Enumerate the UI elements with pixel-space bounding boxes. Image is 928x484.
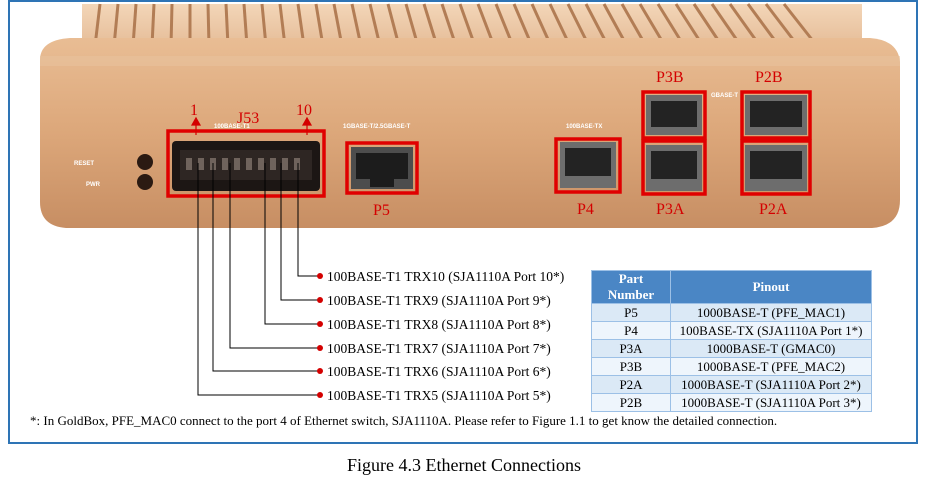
p2b-label: P2B	[755, 69, 783, 86]
p5-rj45-jack	[351, 147, 413, 189]
p3a-rj45-jack	[646, 145, 702, 191]
p2a-highlight-box	[740, 139, 812, 196]
power-led	[137, 174, 153, 190]
table-cell: 1000BASE-T (GMAC0)	[670, 339, 872, 358]
p3b-label: P3B	[656, 69, 684, 86]
table-header-cell: Part Number	[591, 270, 671, 304]
p2a-rj45-jack	[745, 145, 807, 191]
leader-dot	[317, 368, 323, 374]
pwr-silkscreen: PWR	[86, 182, 101, 188]
connection-label: 100BASE-T1 TRX10 (SJA1110A Port 10*)	[327, 269, 564, 284]
figure-frame	[8, 0, 918, 444]
device-diagram: RESET PWR 100BASE-T1 1GBASE-T/2.5GBASE-T…	[40, 3, 900, 403]
p5-highlight-box	[345, 141, 419, 195]
p4-rj45-jack	[560, 142, 616, 188]
p3b-highlight-box	[641, 90, 707, 140]
connection-label: 100BASE-T1 TRX8 (SJA1110A Port 8*)	[327, 317, 551, 332]
p2b-rj45-jack	[745, 95, 807, 135]
leader-dot	[317, 297, 323, 303]
j53-label: J53	[237, 110, 259, 127]
table-row: P2B 1000BASE-T (SJA1110A Port 3*)	[591, 393, 872, 412]
pin-1-label: 1	[190, 102, 198, 119]
table-cell: 1000BASE-T (PFE_MAC1)	[670, 303, 872, 322]
j53-highlight-box	[166, 129, 326, 198]
leader-dot	[317, 321, 323, 327]
table-cell: 1000BASE-T (SJA1110A Port 3*)	[670, 393, 872, 412]
p4-port-silkscreen: 100BASE-TX	[566, 124, 602, 130]
p2a-label: P2A	[759, 201, 788, 218]
table-row: P3A 1000BASE-T (GMAC0)	[591, 339, 872, 358]
table-cell: 1000BASE-T (PFE_MAC2)	[670, 357, 872, 376]
leader-dot	[317, 345, 323, 351]
p3a-highlight-box	[641, 139, 707, 196]
leader-dot	[317, 273, 323, 279]
footnote: *: In GoldBox, PFE_MAC0 connect to the p…	[30, 413, 778, 428]
connection-label: 100BASE-T1 TRX9 (SJA1110A Port 9*)	[327, 293, 551, 308]
table-cell: 1000BASE-T (SJA1110A Port 2*)	[670, 375, 872, 394]
table-row: P2A 1000BASE-T (SJA1110A Port 2*)	[591, 375, 872, 394]
leader-dot	[317, 392, 323, 398]
reset-button[interactable]	[137, 154, 153, 170]
p3a-label: P3A	[656, 201, 685, 218]
figure-caption: Figure 4.3 Ethernet Connections	[347, 455, 581, 475]
p4-highlight-box	[554, 137, 622, 194]
table-row: P3B 1000BASE-T (PFE_MAC2)	[591, 357, 872, 376]
p4-label: P4	[577, 201, 594, 218]
table-row: P4 100BASE-TX (SJA1110A Port 1*)	[591, 321, 872, 340]
pin-10-label: 10	[296, 102, 312, 119]
p2-port-silkscreen: GBASE-T	[711, 93, 738, 99]
p5-label: P5	[373, 202, 390, 219]
table-cell: P5	[591, 303, 671, 322]
table-header-cell: Pinout	[670, 270, 872, 304]
p3b-rj45-jack	[646, 95, 702, 135]
table-cell: P2A	[591, 375, 671, 394]
j53-port-silkscreen: 100BASE-T1	[214, 124, 250, 130]
table-cell: P2B	[591, 393, 671, 412]
table-cell: P3A	[591, 339, 671, 358]
connection-label: 100BASE-T1 TRX7 (SJA1110A Port 7*)	[327, 341, 551, 356]
connection-label: 100BASE-T1 TRX5 (SJA1110A Port 5*)	[327, 388, 551, 403]
table-cell: 100BASE-TX (SJA1110A Port 1*)	[670, 321, 872, 340]
table-cell: P4	[591, 321, 671, 340]
connection-label: 100BASE-T1 TRX6 (SJA1110A Port 6*)	[327, 364, 551, 379]
p5-port-silkscreen: 1GBASE-T/2.5GBASE-T	[343, 124, 411, 130]
reset-silkscreen: RESET	[74, 161, 94, 167]
pinout-table: Part Number Pinout P5 1000BASE-T (PFE_MA…	[591, 270, 872, 412]
table-row: P5 1000BASE-T (PFE_MAC1)	[591, 303, 872, 322]
table-cell: P3B	[591, 357, 671, 376]
pin-leader-lines	[197, 163, 318, 396]
p2b-highlight-box	[740, 90, 812, 140]
j53-connector	[172, 141, 320, 191]
table-header-row: Part Number Pinout	[591, 270, 872, 304]
